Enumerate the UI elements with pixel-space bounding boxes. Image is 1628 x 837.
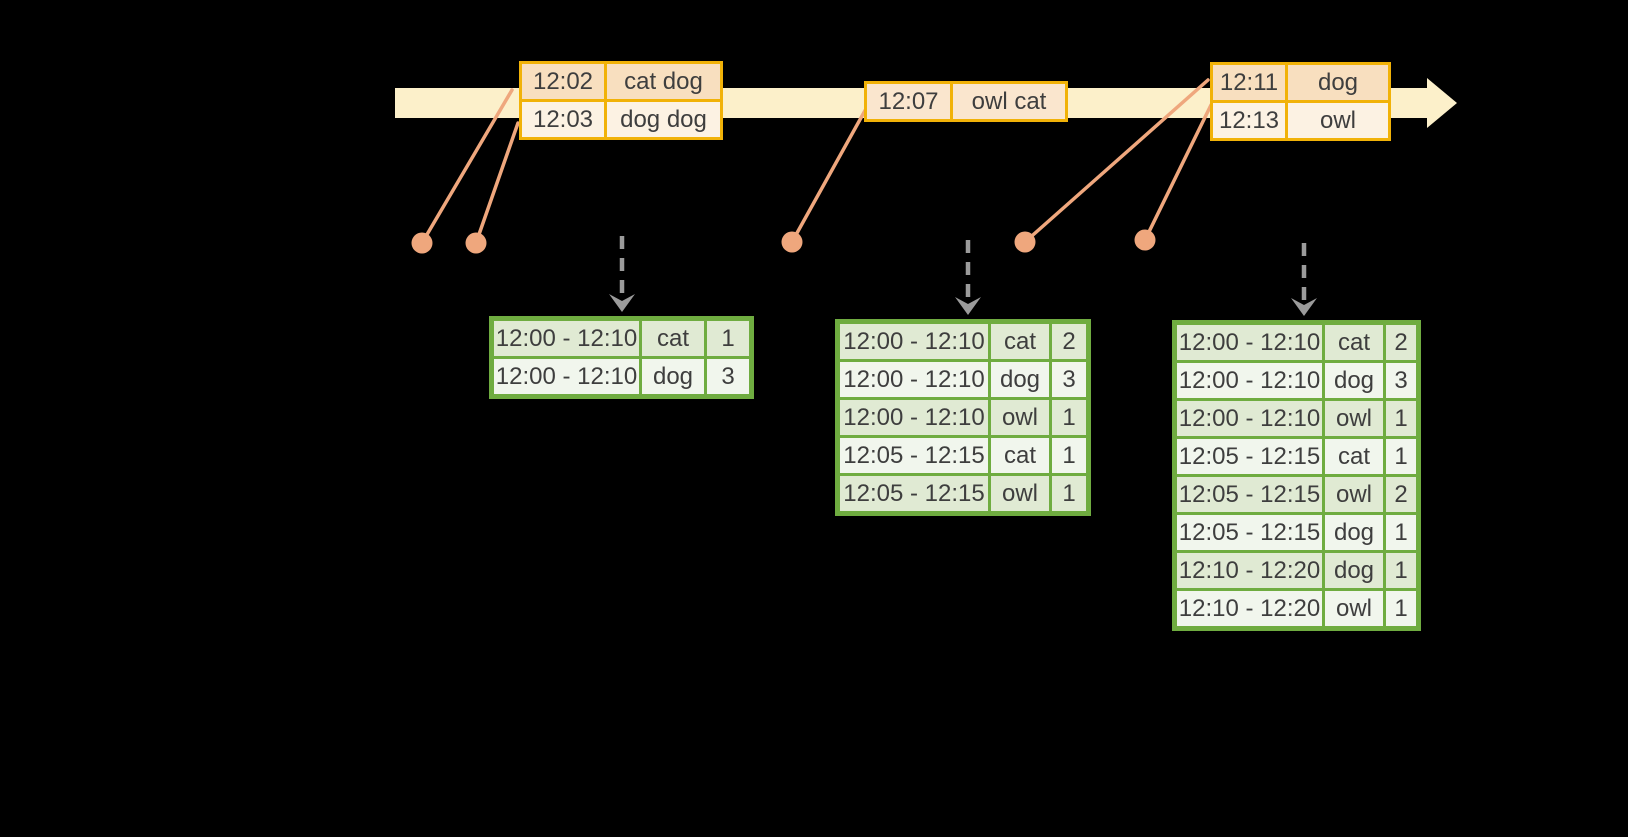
result-row: 12:10 - 12:20 dog 1 xyxy=(1173,550,1420,591)
event-time-cell: 12:11 xyxy=(1210,62,1288,103)
event-time-cell: 12:07 xyxy=(864,81,953,122)
result-window-cell: 12:00 - 12:10 xyxy=(490,356,642,398)
event-table-3: 12:11 dog 12:13 owl xyxy=(1210,62,1391,141)
result-count-cell: 2 xyxy=(1383,474,1420,515)
event-row: 12:03 dog dog xyxy=(519,99,723,140)
event-words-cell: dog dog xyxy=(604,99,723,140)
result-count-cell: 1 xyxy=(1049,435,1090,476)
result-word-cell: cat xyxy=(988,435,1052,476)
result-count-cell: 1 xyxy=(1049,473,1090,515)
result-word-cell: dog xyxy=(1322,550,1386,591)
result-word-cell: owl xyxy=(988,397,1052,438)
result-word-cell: owl xyxy=(1322,474,1386,515)
result-window-cell: 12:00 - 12:10 xyxy=(836,359,991,400)
event-dot xyxy=(1134,229,1156,251)
result-row: 12:05 - 12:15 owl 2 xyxy=(1173,474,1420,515)
result-word-cell: owl xyxy=(1322,398,1386,439)
result-row: 12:00 - 12:10 owl 1 xyxy=(1173,398,1420,439)
result-row: 12:00 - 12:10 dog 3 xyxy=(1173,360,1420,401)
result-row: 12:00 - 12:10 cat 2 xyxy=(836,320,1090,362)
event-time-cell: 12:02 xyxy=(519,61,607,102)
event-connector-line xyxy=(420,88,514,245)
result-count-cell: 3 xyxy=(704,356,753,398)
result-count-cell: 1 xyxy=(1049,397,1090,438)
result-count-cell: 1 xyxy=(1383,512,1420,553)
result-table-1: 12:00 - 12:10 cat 1 12:00 - 12:10 dog 3 xyxy=(489,316,754,399)
result-window-cell: 12:00 - 12:10 xyxy=(490,317,642,359)
result-window-cell: 12:05 - 12:15 xyxy=(1173,512,1325,553)
event-connector-line xyxy=(474,121,520,245)
event-time-cell: 12:13 xyxy=(1210,100,1288,141)
result-window-cell: 12:05 - 12:15 xyxy=(1173,474,1325,515)
result-window-cell: 12:10 - 12:20 xyxy=(1173,550,1325,591)
result-row: 12:05 - 12:15 cat 1 xyxy=(836,435,1090,476)
event-words-cell: owl xyxy=(1285,100,1391,141)
result-row: 12:00 - 12:10 cat 1 xyxy=(490,317,753,359)
result-word-cell: cat xyxy=(988,320,1052,362)
event-connector-line xyxy=(1023,78,1210,244)
result-count-cell: 1 xyxy=(1383,550,1420,591)
trigger-arrowhead-icon xyxy=(1291,298,1317,316)
event-words-cell: owl cat xyxy=(950,81,1068,122)
result-count-cell: 2 xyxy=(1049,320,1090,362)
result-window-cell: 12:00 - 12:10 xyxy=(1173,321,1325,363)
event-connector-line xyxy=(1143,103,1213,242)
result-row: 12:05 - 12:15 dog 1 xyxy=(1173,512,1420,553)
event-connector-line xyxy=(790,105,869,244)
result-count-cell: 3 xyxy=(1383,360,1420,401)
event-words-cell: dog xyxy=(1285,62,1391,103)
event-dot xyxy=(411,232,433,254)
result-count-cell: 2 xyxy=(1383,321,1420,363)
result-row: 12:00 - 12:10 owl 1 xyxy=(836,397,1090,438)
trigger-arrowhead-icon xyxy=(609,294,635,312)
result-word-cell: dog xyxy=(988,359,1052,400)
result-word-cell: dog xyxy=(1322,360,1386,401)
result-row: 12:05 - 12:15 owl 1 xyxy=(836,473,1090,515)
result-word-cell: owl xyxy=(1322,588,1386,630)
result-count-cell: 1 xyxy=(1383,398,1420,439)
result-row: 12:00 - 12:10 cat 2 xyxy=(1173,321,1420,363)
result-word-cell: cat xyxy=(639,317,707,359)
event-table-2: 12:07 owl cat xyxy=(864,81,1068,122)
result-table-3: 12:00 - 12:10 cat 2 12:00 - 12:10 dog 3 … xyxy=(1172,320,1421,631)
event-row: 12:11 dog xyxy=(1210,62,1391,103)
result-row: 12:00 - 12:10 dog 3 xyxy=(490,356,753,398)
trigger-arrowhead-icon xyxy=(955,297,981,315)
result-word-cell: dog xyxy=(639,356,707,398)
event-dot xyxy=(465,232,487,254)
event-row: 12:07 owl cat xyxy=(864,81,1068,122)
result-window-cell: 12:05 - 12:15 xyxy=(1173,436,1325,477)
result-window-cell: 12:05 - 12:15 xyxy=(836,473,991,515)
result-word-cell: dog xyxy=(1322,512,1386,553)
result-table-2: 12:00 - 12:10 cat 2 12:00 - 12:10 dog 3 … xyxy=(835,319,1091,516)
result-window-cell: 12:00 - 12:10 xyxy=(836,320,991,362)
result-word-cell: cat xyxy=(1322,321,1386,363)
result-window-cell: 12:10 - 12:20 xyxy=(1173,588,1325,630)
result-row: 12:05 - 12:15 cat 1 xyxy=(1173,436,1420,477)
result-window-cell: 12:00 - 12:10 xyxy=(836,397,991,438)
event-table-1: 12:02 cat dog 12:03 dog dog xyxy=(519,61,723,140)
result-window-cell: 12:05 - 12:15 xyxy=(836,435,991,476)
result-window-cell: 12:00 - 12:10 xyxy=(1173,360,1325,401)
event-row: 12:13 owl xyxy=(1210,100,1391,141)
event-time-cell: 12:03 xyxy=(519,99,607,140)
result-word-cell: owl xyxy=(988,473,1052,515)
event-dot xyxy=(781,231,803,253)
result-word-cell: cat xyxy=(1322,436,1386,477)
event-words-cell: cat dog xyxy=(604,61,723,102)
event-row: 12:02 cat dog xyxy=(519,61,723,102)
result-count-cell: 1 xyxy=(1383,588,1420,630)
result-count-cell: 3 xyxy=(1049,359,1090,400)
result-row: 12:10 - 12:20 owl 1 xyxy=(1173,588,1420,630)
result-count-cell: 1 xyxy=(704,317,753,359)
result-window-cell: 12:00 - 12:10 xyxy=(1173,398,1325,439)
result-row: 12:00 - 12:10 dog 3 xyxy=(836,359,1090,400)
event-dot xyxy=(1014,231,1036,253)
result-count-cell: 1 xyxy=(1383,436,1420,477)
